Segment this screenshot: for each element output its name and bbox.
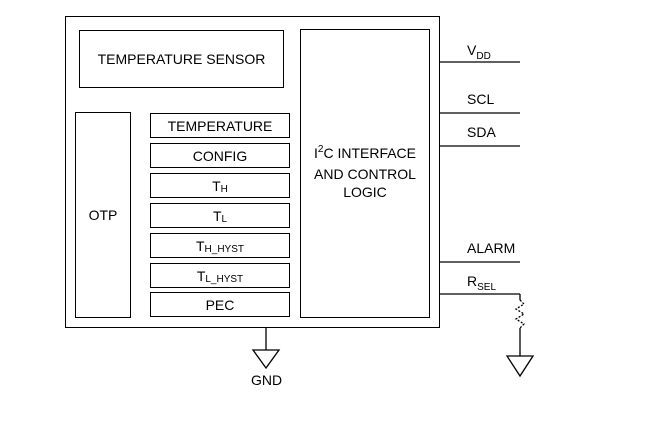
pin-label-rsel: RSEL	[467, 273, 497, 293]
i2c-interface-block: I2C INTERFACE AND CONTROL LOGIC	[300, 29, 430, 318]
resistor-ground-icon	[505, 355, 535, 378]
temperature-sensor-block: TEMPERATURE SENSOR	[79, 30, 284, 88]
i2c-line1: C INTERFACE	[323, 145, 417, 161]
pin-label-scl: SCL	[467, 91, 495, 107]
register-label: CONFIG	[192, 147, 248, 164]
otp-block: OTP	[75, 112, 131, 318]
i2c-interface-text: I2C INTERFACE AND CONTROL LOGIC	[314, 144, 416, 201]
register-subscript: H	[220, 183, 228, 195]
pin-label-sda: SDA	[467, 124, 496, 140]
otp-label: OTP	[88, 207, 118, 223]
register-subscript: L	[221, 213, 228, 225]
register-label: T	[196, 267, 206, 284]
register-temperature: TEMPERATURE	[150, 113, 290, 138]
register-config: CONFIG	[150, 143, 290, 168]
ground-icon	[251, 349, 281, 370]
register-label: T	[195, 237, 205, 254]
i2c-prefix: I	[313, 145, 318, 161]
temperature-sensor-label: TEMPERATURE SENSOR	[97, 51, 266, 67]
register-label: T	[212, 177, 221, 194]
resistor-icon	[514, 299, 526, 329]
register-label: T	[212, 207, 222, 224]
i2c-line2: AND CONTROL	[314, 166, 416, 182]
register-label: PEC	[205, 296, 235, 313]
register-subscript: H_HYST	[204, 243, 244, 255]
pin-label-gnd: GND	[251, 372, 283, 388]
register-pec: PEC	[150, 292, 290, 317]
i2c-superscript: 2	[317, 144, 324, 155]
pin-label-vdd: VDD	[467, 42, 491, 62]
register-subscript: L_HYST	[205, 273, 244, 285]
register-label: TEMPERATURE	[167, 117, 273, 134]
pin-label-alarm: ALARM	[467, 240, 516, 256]
i2c-line3: LOGIC	[343, 184, 387, 200]
